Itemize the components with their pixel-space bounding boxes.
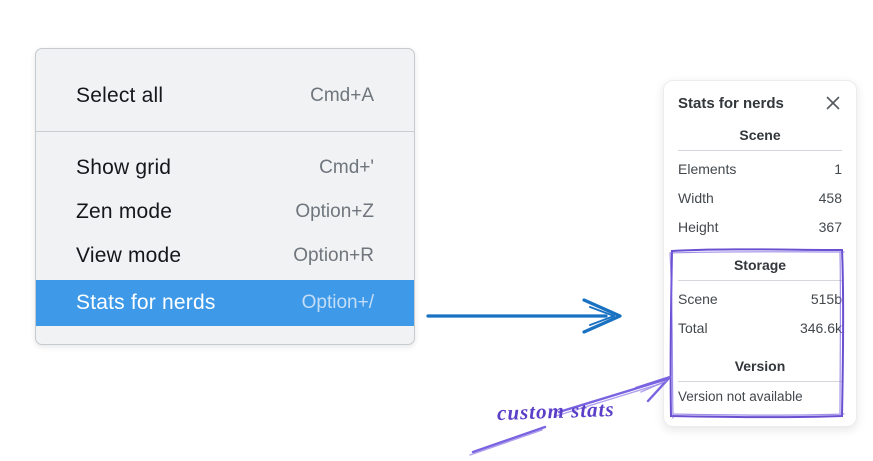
menu-item-shortcut: Cmd+A <box>310 85 374 106</box>
stat-value: 1 <box>834 161 842 177</box>
stat-label: Scene <box>678 291 718 307</box>
menu-item-zen-mode[interactable]: Zen mode Option+Z <box>36 190 414 234</box>
annotation-label: custom stats <box>496 396 615 426</box>
stat-row-height: Height 367 <box>678 213 842 242</box>
menu-item-label: Stats for nerds <box>76 291 216 314</box>
version-note: Version not available <box>678 389 803 404</box>
panel-title: Stats for nerds <box>678 94 784 112</box>
context-menu: Select all Cmd+A Show grid Cmd+' Zen mod… <box>35 48 415 345</box>
menu-item-select-all[interactable]: Select all Cmd+A <box>36 61 414 131</box>
menu-item-shortcut: Cmd+' <box>319 157 374 178</box>
stats-section-storage: Storage Scene 515b Total 346.6k <box>678 257 842 343</box>
menu-item-label: Zen mode <box>76 200 173 223</box>
menu-spacer <box>36 132 414 146</box>
stat-row-width: Width 458 <box>678 184 842 213</box>
section-divider <box>678 150 842 151</box>
stat-row-scene-size: Scene 515b <box>678 285 842 314</box>
menu-item-label: View mode <box>76 244 182 267</box>
section-divider <box>678 381 842 382</box>
menu-item-view-mode[interactable]: View mode Option+R <box>36 234 414 278</box>
menu-item-label: Select all <box>76 84 164 107</box>
stats-panel: Stats for nerds Scene Elements 1 Width 4… <box>663 80 857 427</box>
stats-section-scene: Scene Elements 1 Width 458 Height 367 <box>678 127 842 242</box>
menu-item-shortcut: Option+R <box>293 245 374 266</box>
stat-value: 346.6k <box>799 320 842 336</box>
close-icon[interactable] <box>824 94 842 112</box>
stat-value: 458 <box>818 190 842 206</box>
menu-item-shortcut: Option+Z <box>295 201 374 222</box>
section-heading: Storage <box>733 257 787 273</box>
stat-label: Height <box>678 219 719 235</box>
section-heading: Version <box>734 358 786 374</box>
menu-item-stats-for-nerds[interactable]: Stats for nerds Option+/ <box>36 280 414 326</box>
stats-section-version: Version Version not available <box>678 358 842 404</box>
section-divider <box>678 280 842 281</box>
stat-label: Elements <box>678 161 737 177</box>
menu-item-shortcut: Option+/ <box>301 292 374 313</box>
stats-panel-header: Stats for nerds <box>678 94 842 112</box>
stat-row-total-size: Total 346.6k <box>678 314 842 343</box>
menu-item-label: Show grid <box>76 156 172 179</box>
stat-value: 515b <box>810 291 842 307</box>
menu-item-show-grid[interactable]: Show grid Cmd+' <box>36 146 414 190</box>
pointer-arrow-icon <box>426 298 622 334</box>
menu-separator <box>36 131 414 132</box>
stat-value: 367 <box>818 219 842 235</box>
stat-label: Width <box>678 190 714 206</box>
section-heading: Scene <box>739 127 781 143</box>
stat-label: Total <box>678 320 708 336</box>
annotation-arrow-icon <box>469 375 672 456</box>
stat-row-elements: Elements 1 <box>678 155 842 184</box>
